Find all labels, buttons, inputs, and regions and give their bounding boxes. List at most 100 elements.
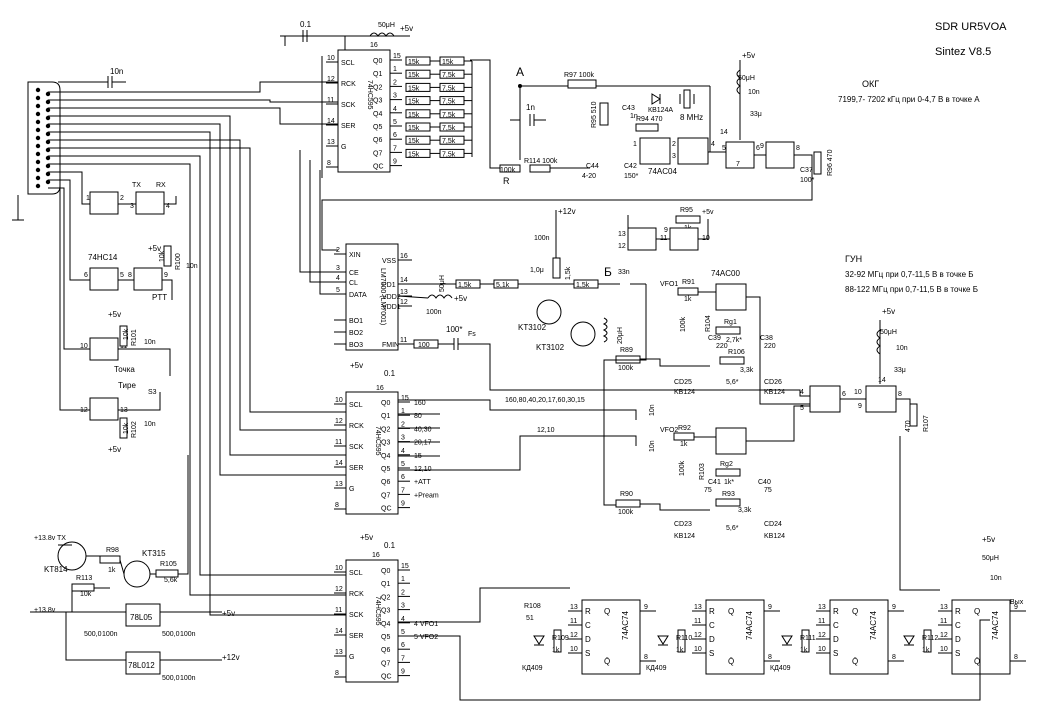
db25-pin: [45, 163, 51, 169]
okg-r96: R96 470: [827, 149, 834, 176]
okg-r94: R94 470: [636, 116, 663, 123]
schmitt-pin-5: 5: [120, 272, 124, 279]
divider-diode-label: КД409: [770, 665, 791, 672]
sr2-right-pin-number: 4: [401, 448, 405, 455]
flip-flop-q-pin: 9: [768, 604, 772, 611]
flip-flop-qn-label: Q̄: [852, 657, 858, 666]
flip-flop-qn-label: Q̄: [728, 657, 734, 666]
vco-c39: C39: [708, 335, 721, 342]
sr2-right-pin-label: Q4: [381, 453, 390, 460]
flip-flop-pin-number: 13: [694, 604, 702, 611]
flip-flop-qn-label: Q̄: [604, 657, 610, 666]
flip-flop-q-label: Q: [728, 607, 734, 616]
sr2-left-pin-label: RCK: [349, 423, 364, 430]
sr1-right-pin-number: 3: [393, 93, 397, 100]
sr1-left-pin-number: 11: [327, 97, 334, 104]
flip-flop-pin-number: 13: [570, 604, 578, 611]
bus-label-1: 160,80,40,20,17,60,30,15: [505, 397, 585, 404]
sr2-supply: +5v: [350, 361, 363, 370]
vco-r91: R91: [682, 279, 695, 286]
db25-pin: [35, 95, 41, 101]
okg-r97: R97 100k: [564, 72, 594, 79]
flip-flop: [951, 599, 1011, 675]
bus-label-2: 12,10: [537, 427, 555, 434]
mux-pin-14: 14: [878, 377, 886, 384]
schmitt-r100-value: 10k: [159, 250, 166, 262]
vco-supply: +5v: [702, 209, 714, 216]
rf-l20: 20μH: [617, 327, 624, 344]
sr3-right-pin-label: Q7: [381, 660, 390, 667]
vco-c40-value: 75: [764, 487, 772, 494]
db25-pin: [45, 131, 51, 137]
sr2-output-label: 160: [414, 400, 426, 407]
flip-flop-pin-number: 12: [694, 632, 702, 639]
divider-diode-label: КД409: [522, 665, 543, 672]
sr3-right-pin-number: 9: [401, 669, 405, 676]
sr1-right-pin-label: QC: [373, 164, 384, 171]
db25-pin: [45, 107, 51, 113]
db25-pin: [35, 111, 41, 117]
ladder-resistor-a: 15k: [408, 85, 420, 92]
db25-pin: [45, 139, 51, 145]
sr1-chip-name: 74HC595: [366, 80, 373, 110]
flip-flop-pin-number: 13: [940, 604, 948, 611]
psu-r105-value: 5,6k: [164, 577, 178, 584]
vco-r95: R95: [680, 207, 693, 214]
vco-c56-2: 5,6*: [726, 525, 739, 532]
schmitt-rx: RX: [156, 182, 166, 189]
flip-flop-pin-label: D: [709, 635, 715, 644]
divider-resistor-label: R109: [552, 635, 569, 642]
flip-flop-qn-pin: 8: [768, 654, 772, 661]
psu-c500-2: 500,0: [162, 631, 180, 638]
vco-cd26: CD26: [764, 379, 782, 386]
okg-r100k: 100k: [500, 167, 516, 174]
vco-cd24: CD24: [764, 521, 782, 528]
sr3-right-pin-label: Q4: [381, 621, 390, 628]
lm7000-supply: +5v: [454, 294, 467, 303]
sr3-right-pin-number: 1: [401, 576, 405, 583]
flip-flop-pin-label: D: [955, 635, 961, 644]
vco-c40: C40: [758, 479, 771, 486]
lm7000-fs: Fs: [468, 331, 476, 338]
okg-r114: R114 100k: [524, 158, 558, 165]
vco-vfo1: VFO1: [660, 281, 678, 288]
flip-flop-qn-pin: 8: [644, 654, 648, 661]
sr2-right-pin-label: Q3: [381, 440, 390, 447]
lm7000-left-pin-number: 2: [336, 247, 340, 254]
sr2-left-pin-number: 13: [335, 481, 343, 488]
psu-out1: +5v: [222, 609, 235, 618]
flip-flop-chip-name: 74AC74: [991, 611, 1000, 640]
sr1-right-pin-label: Q5: [373, 124, 382, 131]
vco-r90: R90: [620, 491, 633, 498]
ladder-resistor-a: 15k: [408, 138, 420, 145]
sr1-left-pin-label: SCK: [341, 102, 356, 109]
okg-c37: C37: [800, 167, 813, 174]
sr2-left-pin-number: 11: [335, 439, 342, 446]
schmitt-r101-value: 10k: [123, 328, 130, 340]
sr2-left-pin-number: 8: [335, 502, 339, 509]
schmitt-c10n-3: 10n: [144, 421, 156, 428]
okg-oscillator: A 1n R97 100k КВ124А 8 MHz R95 510 C43 1…: [321, 51, 834, 251]
schmitt-s3: S3: [148, 389, 157, 396]
okg-supply: +5v: [742, 51, 755, 60]
lm7000-c-vdd: 100n: [426, 309, 442, 316]
schmitt-tochka: Точка: [114, 365, 135, 374]
flip-flop-chip-name: 74AC74: [621, 611, 630, 640]
flip-flop-pin-number: 12: [940, 632, 948, 639]
ladder-resistor-a: 15k: [408, 125, 420, 132]
schmitt-pin-2: 2: [120, 195, 124, 202]
vco-c10n-1: 10n: [649, 404, 656, 416]
rf-q1: KT3102: [518, 323, 547, 332]
flip-flop-pin-label: S: [955, 649, 960, 658]
point-a-label: A: [516, 65, 524, 79]
sr3-right-pin-label: Q2: [381, 594, 390, 601]
okg-c33: 33μ: [750, 111, 762, 118]
rf-r51k: 5,1k: [496, 282, 510, 289]
flip-flop-pin-label: C: [955, 621, 961, 630]
okg-pin-14: 14: [720, 129, 728, 136]
flip-flop-pin-number: 11: [694, 618, 701, 625]
sr2-left-pin-label: G: [349, 486, 354, 493]
ladder-resistor-b: 15k: [442, 59, 454, 66]
sr3-output-label: 5 VFO2: [414, 634, 438, 641]
